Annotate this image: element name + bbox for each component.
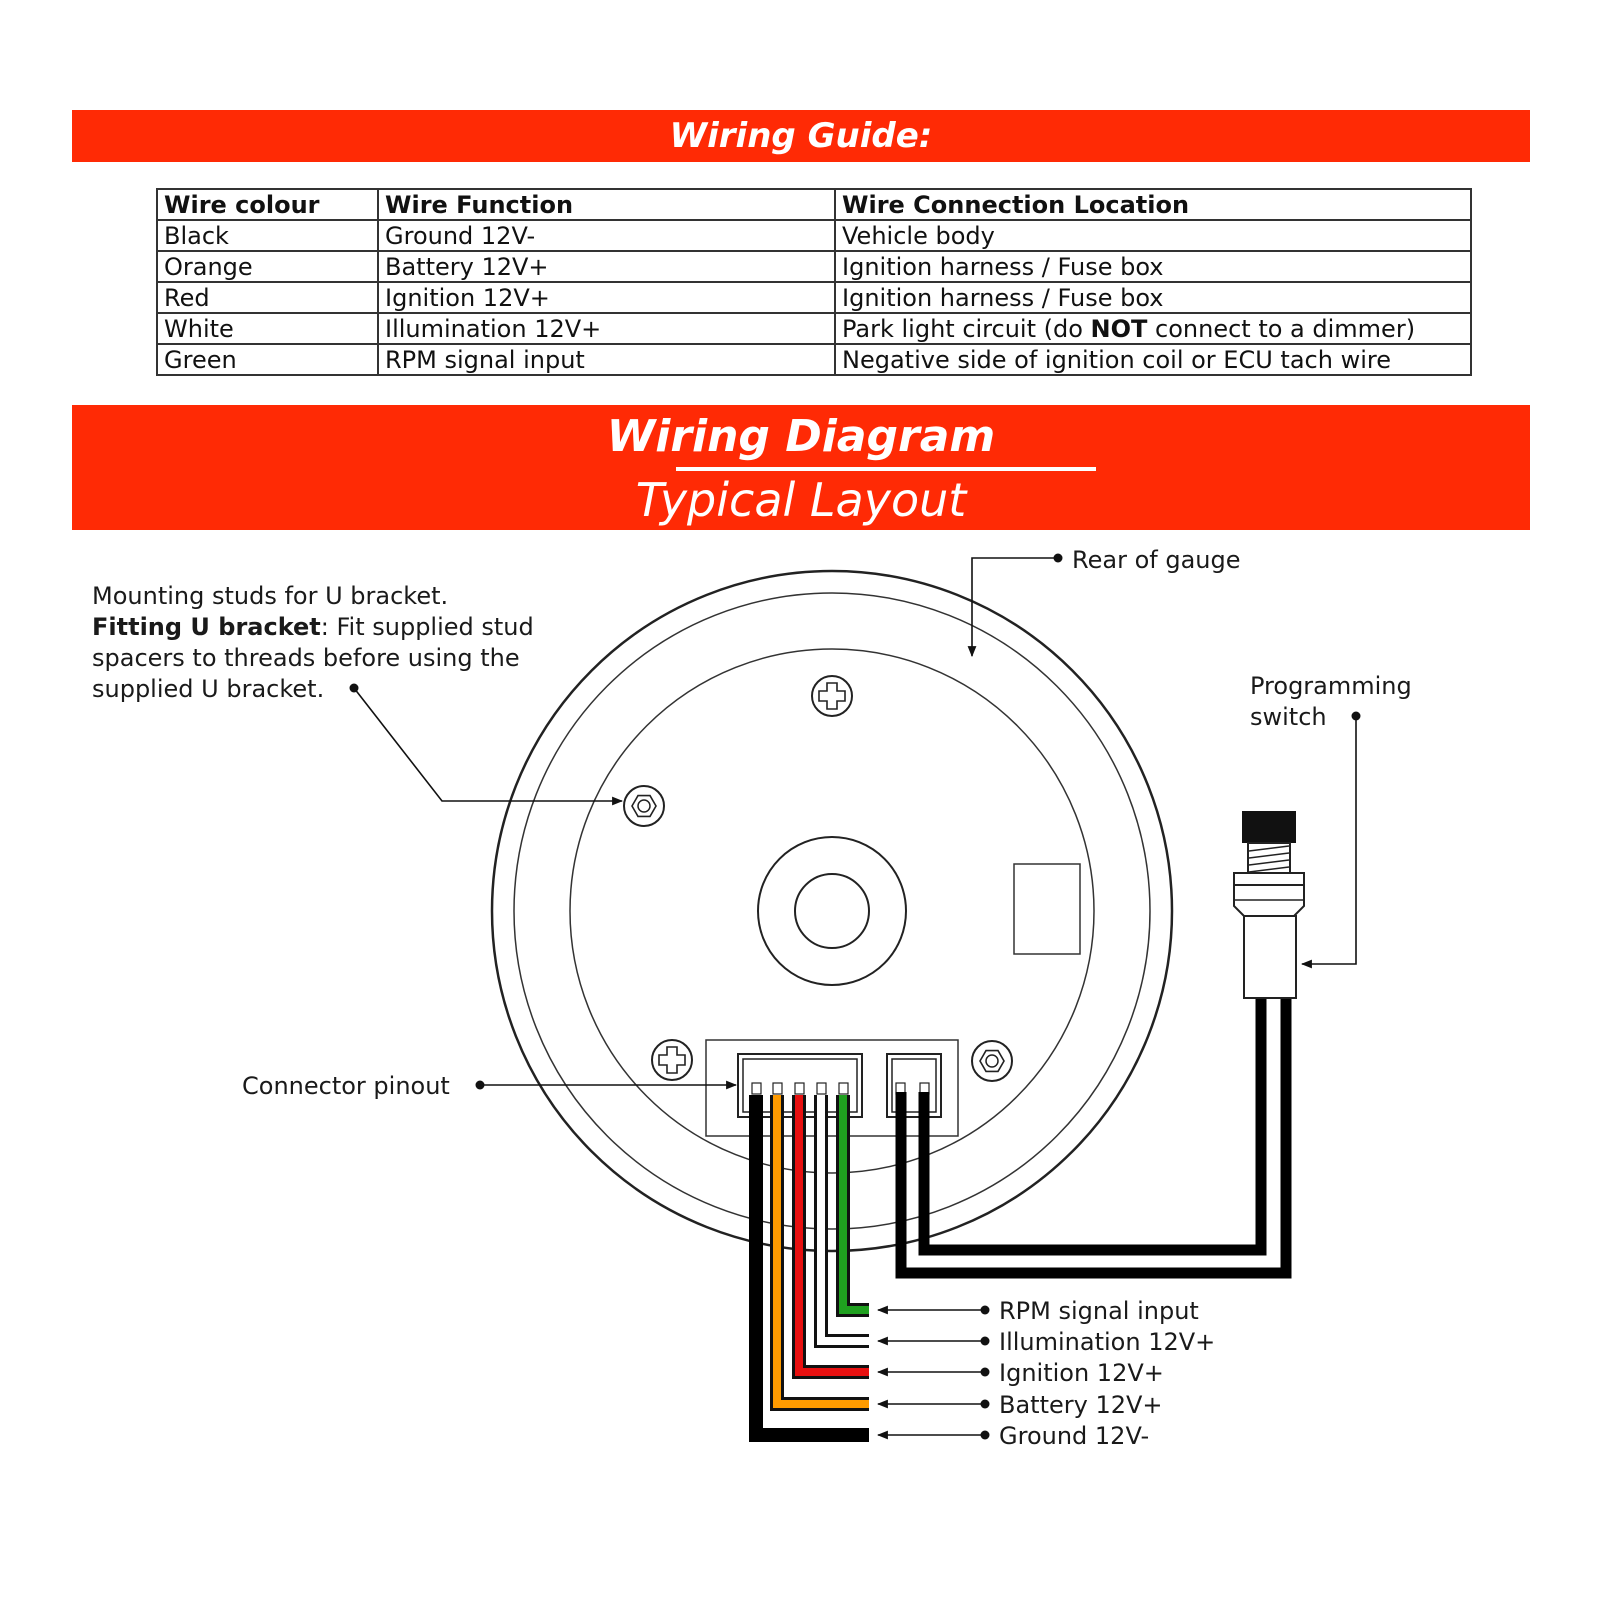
red-wire [795,1095,869,1376]
wire-location-cell: Ignition harness / Fuse box [834,281,1472,314]
orange-wire [773,1095,869,1408]
connector-pinout-label: Connector pinout [242,1072,450,1100]
location-text: Ignition harness / Fuse box [842,252,1164,281]
wire-colour-cell: Green [156,343,379,376]
rear-of-gauge-label: Rear of gauge [1072,546,1240,574]
wiring-diagram-subtitle: Typical Layout [635,473,967,527]
center-hole [794,873,870,949]
location-text: Negative side of ignition coil or ECU ta… [842,345,1391,374]
location-text: Vehicle body [842,221,995,250]
ground-label: Ground 12V- [999,1422,1149,1450]
wire-function-cell: Illumination 12V+ [377,312,836,345]
location-text: Park light circuit (do [842,314,1091,343]
wire-function-cell: Battery 12V+ [377,250,836,283]
wire-function-cell: RPM signal input [377,343,836,376]
mounting-studs-label: Mounting studs for U bracket. [92,582,448,610]
switch-connector-plug [886,1053,942,1118]
programming-switch-label-line1: Programming [1250,672,1412,700]
fitting-note-text: : Fit supplied stud [321,613,534,641]
illumination-label: Illumination 12V+ [999,1328,1215,1356]
header-wire-colour: Wire colour [156,188,379,221]
table-row: Black Ground 12V- Vehicle body [156,219,1472,252]
table-row: Green RPM signal input Negative side of … [156,343,1472,376]
location-text: connect to a dimmer) [1147,314,1416,343]
wire-function-cell: Ground 12V- [377,219,836,252]
programming-switch-label-line2: switch [1250,703,1327,731]
location-text: Ignition harness / Fuse box [842,283,1164,312]
white-wire [817,1095,869,1345]
fitting-note-line3: spacers to threads before using the [92,644,520,672]
title-underline [676,467,1096,471]
table-row: Red Ignition 12V+ Ignition harness / Fus… [156,281,1472,314]
header-wire-location: Wire Connection Location [834,188,1472,221]
table-row: White Illumination 12V+ Park light circu… [156,312,1472,345]
wire-colour-cell: Red [156,281,379,314]
mounting-stud-leader [353,687,624,806]
wiring-diagram-title: Wiring Diagram [606,411,996,462]
wire-location-cell: Negative side of ignition coil or ECU ta… [834,343,1472,376]
phillips-screw-icon [651,1039,693,1081]
table-header-row: Wire colour Wire Function Wire Connectio… [156,188,1472,221]
push-button-switch-icon [1233,811,1305,999]
gauge-outer-ring [490,569,1174,1253]
wire-location-cell: Ignition harness / Fuse box [834,250,1472,283]
gauge-rear [490,569,1174,1253]
wire-colour-cell: Black [156,219,379,252]
wire-colour-cell: White [156,312,379,345]
switch-cable [895,996,1292,1279]
fitting-u-bracket-note: Fitting U bracket: Fit supplied stud [92,613,534,641]
green-wire [839,1095,869,1314]
location-emphasis: NOT [1090,314,1148,343]
signal-wires [749,1095,869,1442]
mounting-stud-icon [623,785,665,827]
center-boss [757,836,907,986]
mounting-stud-icon [971,1040,1013,1082]
callout-dots [349,553,1361,1440]
programming-port [1013,863,1081,955]
table-row: Orange Battery 12V+ Ignition harness / F… [156,250,1472,283]
wiring-diagram-banner: Wiring Diagram Typical Layout [72,405,1530,530]
wire-function-cell: Ignition 12V+ [377,281,836,314]
rear-of-gauge-leader [967,557,1058,658]
callout-leaders [353,557,1357,1440]
wire-colour-cell: Orange [156,250,379,283]
gauge-bezel-ring [513,592,1151,1230]
fitting-note-line4: supplied U bracket. [92,675,324,703]
wiring-guide-table: Wire colour Wire Function Wire Connectio… [156,188,1472,376]
wire-location-cell: Park light circuit (do NOT connect to a … [834,312,1472,345]
wire-location-cell: Vehicle body [834,219,1472,252]
phillips-screw-icon [811,675,853,717]
header-wire-function: Wire Function [377,188,836,221]
ignition-label: Ignition 12V+ [999,1359,1164,1387]
wiring-guide-title: Wiring Guide: [669,116,933,156]
rpm-signal-label: RPM signal input [999,1297,1199,1325]
programming-switch-leader [1300,716,1357,969]
battery-label: Battery 12V+ [999,1391,1163,1419]
gauge-back-plate [569,648,1095,1174]
black-wire [749,1095,869,1442]
fitting-u-bracket-bold: Fitting U bracket [92,613,321,641]
wiring-guide-banner: Wiring Guide: [72,110,1530,162]
